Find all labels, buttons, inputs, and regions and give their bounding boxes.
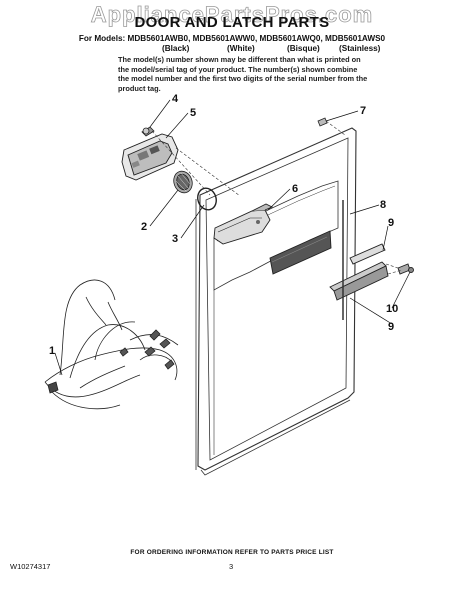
- assembly-lines: [151, 120, 403, 275]
- finish-stainless: (Stainless): [339, 44, 381, 53]
- screw-part-4: [141, 126, 155, 137]
- finish-white: (White): [227, 44, 255, 53]
- callout-10: 10: [386, 303, 398, 315]
- page-number: 3: [229, 562, 234, 571]
- callout-9-lower: 9: [388, 321, 394, 333]
- door-side-rim: [195, 199, 351, 476]
- grille-disc: [173, 170, 193, 194]
- page-title: DOOR AND LATCH PARTS: [134, 14, 330, 31]
- handle-recess: [269, 230, 332, 275]
- latch-assembly: [213, 203, 274, 245]
- wire-harness: [44, 279, 179, 410]
- control-housing: [121, 133, 179, 181]
- callout-4: 4: [172, 93, 179, 105]
- callout-3: 3: [172, 233, 178, 245]
- callout-numbers: 1 2 3 4 5 6 7 8 9 9 10: [49, 93, 398, 357]
- callout-2: 2: [141, 221, 147, 233]
- watermark-text: AppliancePartsPros.com: [90, 2, 374, 28]
- side-strip: [329, 243, 414, 301]
- finish-black: (Black): [162, 44, 190, 53]
- callout-1: 1: [49, 345, 55, 357]
- callout-6: 6: [292, 183, 298, 195]
- screw-part-7: [317, 117, 328, 127]
- o-ring: [197, 187, 217, 211]
- models-line: For Models: MDB5601AWB0, MDB5601AWW0, MD…: [78, 34, 386, 43]
- model-note: The model(s) number shown may be differe…: [118, 55, 368, 93]
- leader-lines: [54, 99, 411, 376]
- callout-8: 8: [380, 199, 386, 211]
- door-panel: [197, 127, 357, 471]
- finish-bisque: (Bisque): [287, 44, 320, 53]
- ordering-note: FOR ORDERING INFORMATION REFER TO PARTS …: [130, 549, 334, 556]
- callout-9-upper: 9: [388, 217, 394, 229]
- document-number: W10274317: [10, 562, 51, 571]
- callout-7: 7: [360, 105, 366, 117]
- callout-5: 5: [190, 107, 196, 119]
